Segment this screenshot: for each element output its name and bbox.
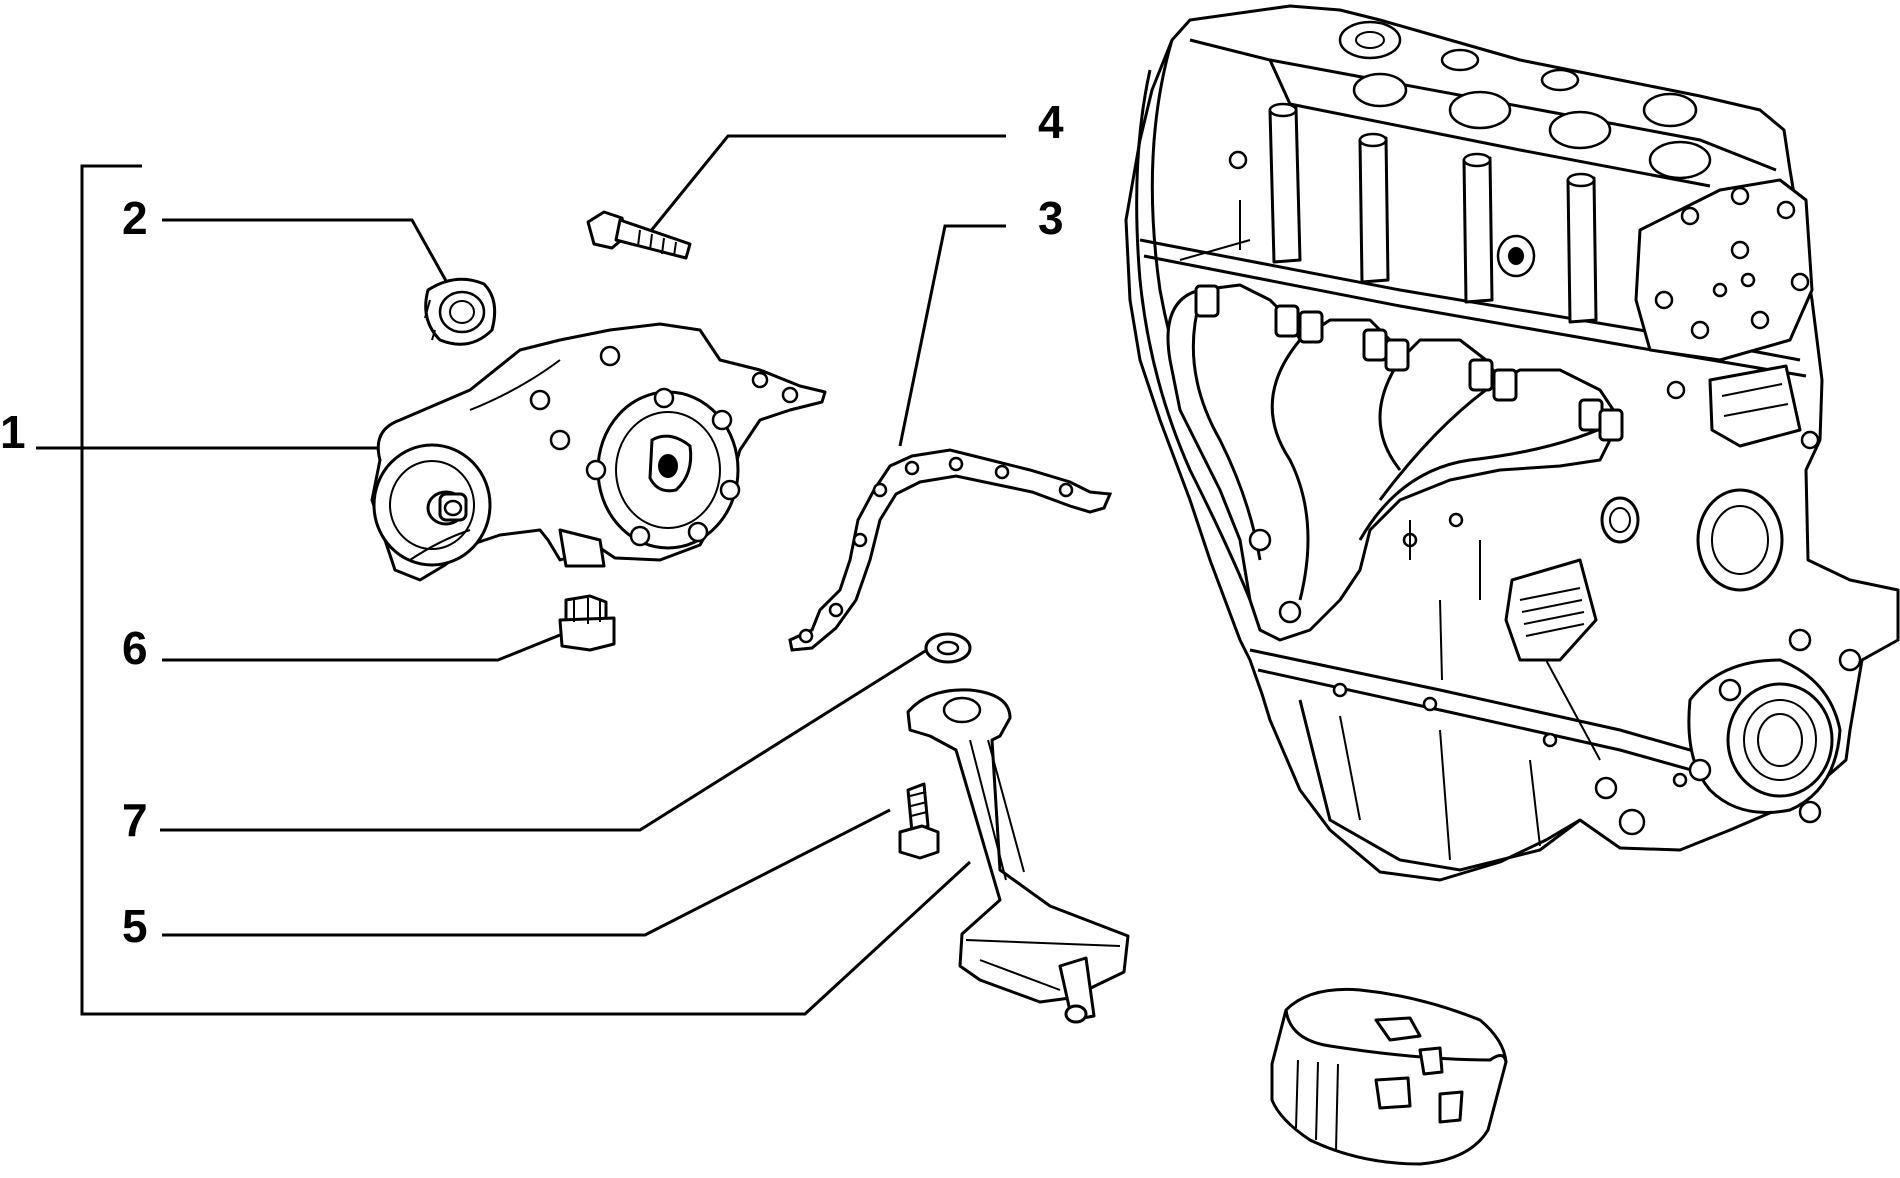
callout-3[interactable]: 3	[1038, 192, 1064, 244]
leader-3	[898, 224, 1006, 447]
callout-7[interactable]: 7	[122, 794, 148, 846]
leader-6	[162, 633, 561, 662]
engine-block	[1124, 4, 1900, 882]
leader-5	[162, 808, 891, 937]
bolt-part-lower	[898, 782, 940, 860]
oil-pickup-tube	[906, 688, 1130, 1024]
callout-1[interactable]: 1	[0, 406, 26, 458]
callout-2[interactable]: 2	[122, 192, 148, 244]
leader-7	[160, 646, 931, 832]
gasket-part	[788, 448, 1113, 652]
oil-filter	[1270, 987, 1508, 1166]
assembly-bracket	[80, 164, 972, 1016]
callout-4[interactable]: 4	[1038, 96, 1064, 148]
leader-2	[162, 218, 452, 289]
manifold-studs	[1194, 284, 1624, 442]
plug-part	[558, 594, 616, 652]
leader-lines	[36, 134, 1006, 1016]
callout-6[interactable]: 6	[122, 622, 148, 674]
washer-part	[924, 632, 972, 664]
leader-4	[648, 134, 1006, 233]
oil-pump-body	[370, 322, 827, 582]
bolt-part-top	[586, 210, 692, 260]
seal-ring-part	[424, 277, 497, 346]
callout-5[interactable]: 5	[122, 900, 148, 952]
